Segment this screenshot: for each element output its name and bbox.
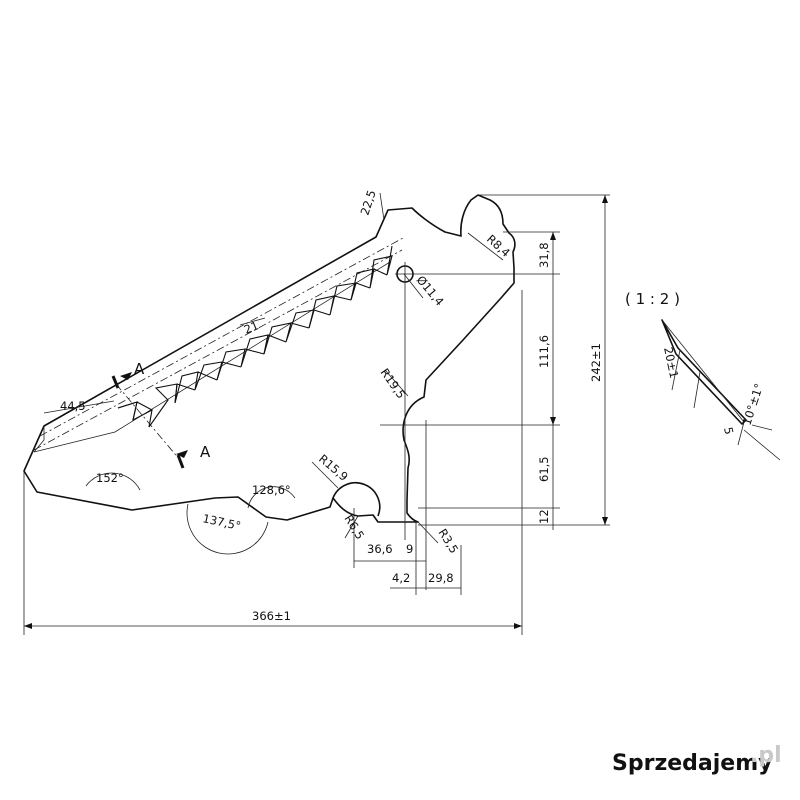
angle-152: 152° <box>96 471 124 485</box>
arrowheads <box>24 195 608 629</box>
serration-centerline <box>39 237 404 437</box>
angle-128-6: 128,6° <box>252 483 291 497</box>
watermark-suffix: .pl <box>750 743 782 768</box>
detail-dim-5: 5 <box>721 426 736 436</box>
section-label-bottom: A <box>200 443 211 461</box>
notch-arc <box>332 481 381 517</box>
dim-22-5: 22,5 <box>358 188 379 217</box>
dim-overall-width: 366±1 <box>252 609 291 623</box>
bevel-line <box>33 261 391 453</box>
dim-overall-height: 242±1 <box>589 343 603 382</box>
serration-teeth <box>117 245 393 428</box>
dim-r-15-9: R15,9 <box>316 452 351 484</box>
detail-scale: ( 1 : 2 ) <box>625 290 680 308</box>
dim-r-19-5: R19,5 <box>378 366 409 402</box>
dim-21: 21 <box>242 318 261 336</box>
dim-111-6: 111,6 <box>537 335 551 368</box>
angle-137-5: 137,5° <box>201 511 242 533</box>
dim-4-2: 4,2 <box>392 571 410 585</box>
dimension-lines <box>24 192 606 627</box>
detail-angle-10: 10°±1° <box>740 382 767 427</box>
detail-dim-20: 20±1 <box>661 346 681 380</box>
dim-61-5: 61,5 <box>537 456 551 482</box>
dim-r-3-5: R3,5 <box>435 526 461 556</box>
dim-29-8: 29,8 <box>428 571 454 585</box>
dim-44-5: 44,5 <box>60 399 86 413</box>
dim-36-6: 36,6 <box>367 542 393 556</box>
dim-12: 12 <box>537 509 551 524</box>
watermark: Sprzedajemy <box>612 751 773 776</box>
serration-centerline <box>33 249 403 451</box>
dim-r-8-4: R8,4 <box>484 232 513 260</box>
dim-diam-11-4: Ø11,4 <box>414 273 447 309</box>
detail-view <box>661 319 781 461</box>
dim-31-8: 31,8 <box>537 242 551 268</box>
extension-lines <box>23 194 610 635</box>
dim-9: 9 <box>406 542 413 556</box>
section-label-top: A <box>134 360 145 378</box>
